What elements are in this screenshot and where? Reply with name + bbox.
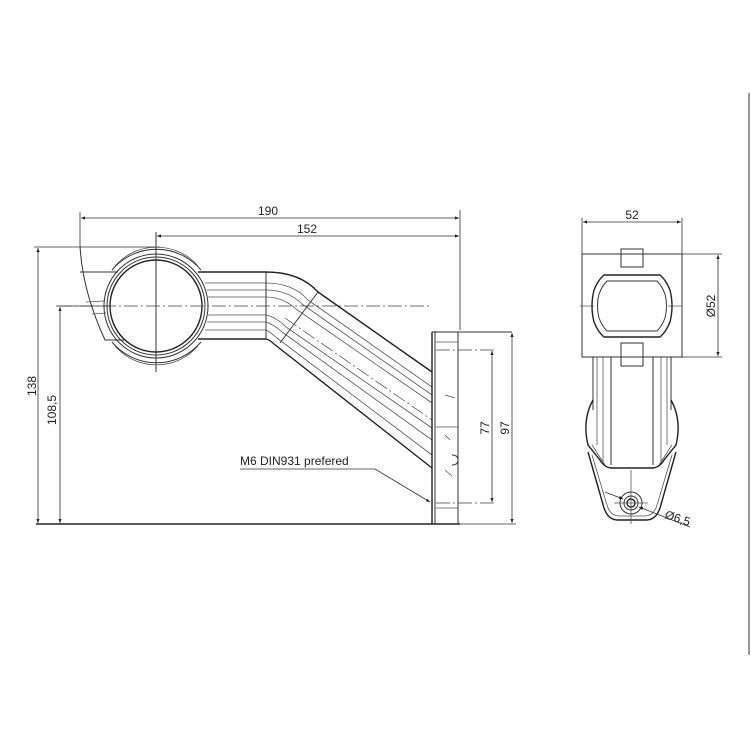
dim-line-dia-6-5 (638, 506, 691, 528)
dim-label-152: 152 (297, 222, 317, 236)
dim-label-138: 138 (25, 376, 39, 396)
lens-housing-back (79, 244, 125, 341)
arm-bend (265, 271, 319, 345)
side-view: 190 152 138 108,5 77 97 M6 DIN931 prefer… (25, 204, 516, 525)
lens-housing-box (581, 253, 683, 358)
bolt-note: M6 DIN931 prefered (240, 454, 349, 468)
dim-label-dia-6-5: Ø6,5 (663, 508, 692, 529)
bottom-tab (620, 342, 644, 367)
dim-label-52: 52 (625, 208, 639, 222)
mounting-lug (587, 451, 677, 521)
top-tab (620, 248, 644, 268)
dim-label-77: 77 (478, 421, 492, 435)
bolt-note-leader (374, 468, 431, 503)
dim-label-97: 97 (498, 421, 512, 435)
mounting-plate (431, 331, 512, 524)
end-view: 52 Ø52 Ø6,5 (580, 208, 722, 529)
lens-shape (591, 274, 673, 338)
end-view-arm (585, 357, 679, 521)
arm-diagonal (273, 291, 433, 469)
dim-label-dia-52: Ø52 (704, 294, 718, 317)
dim-label-108-5: 108,5 (45, 395, 59, 425)
dim-label-190: 190 (258, 204, 278, 218)
